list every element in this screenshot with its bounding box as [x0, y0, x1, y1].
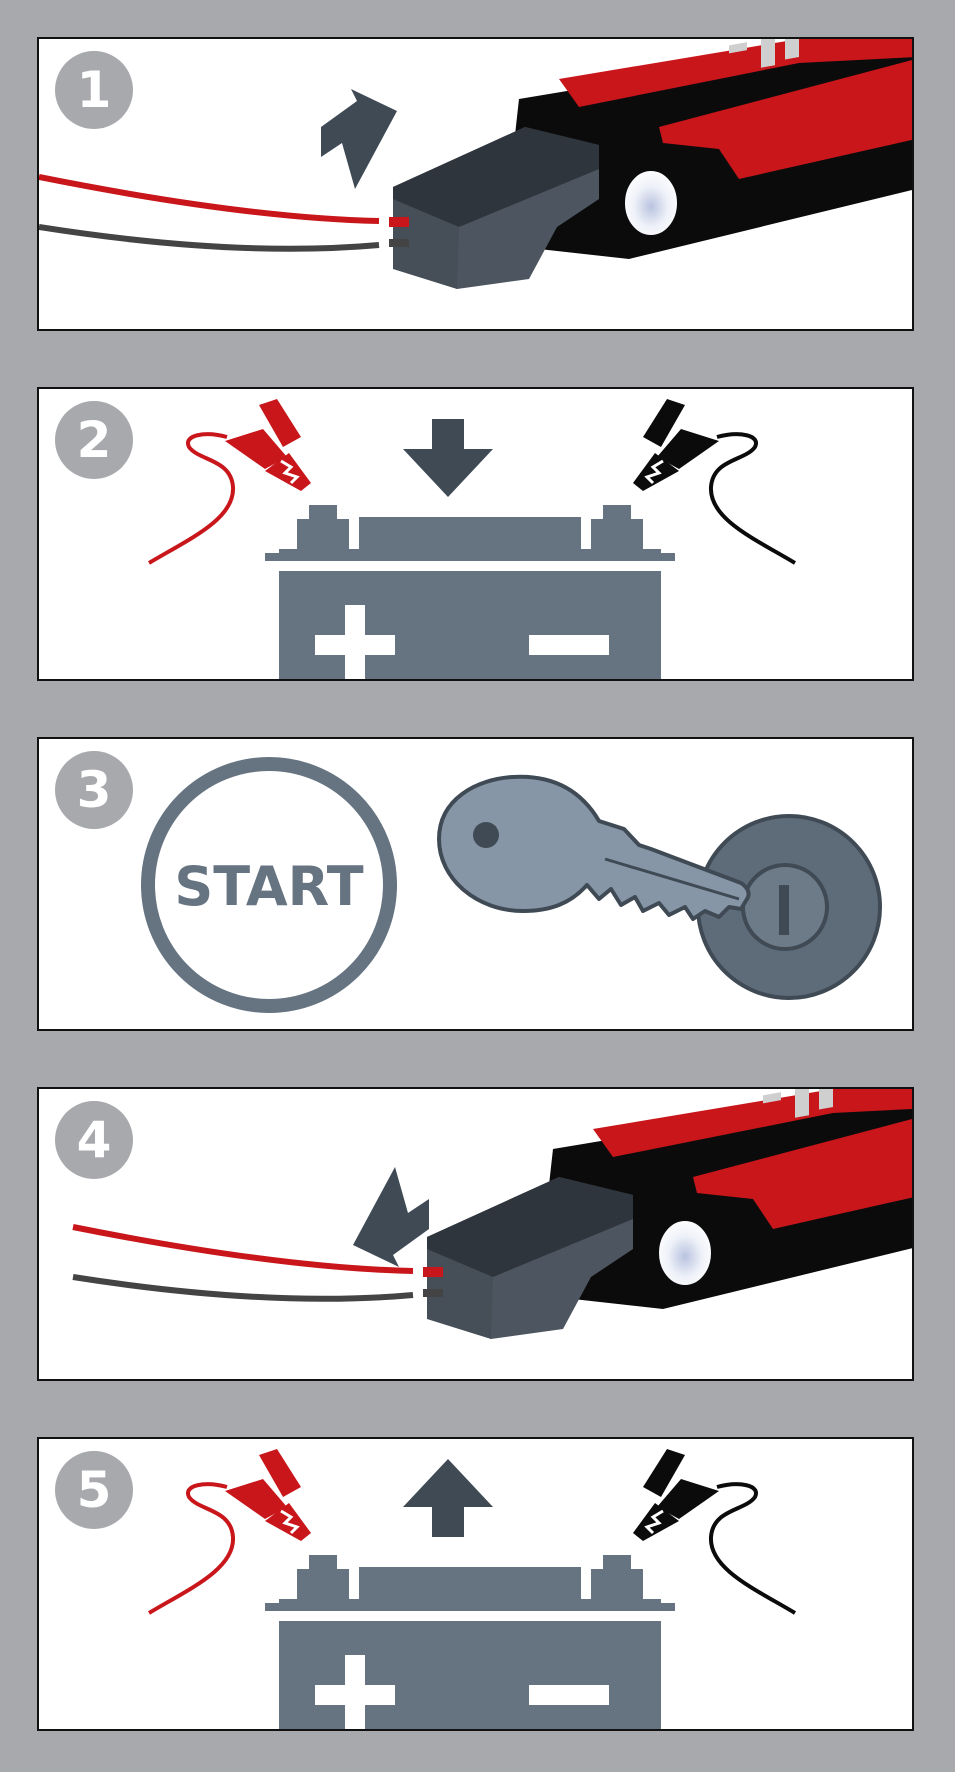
start-button-icon: START — [141, 757, 397, 1013]
ignition-lock-icon — [696, 814, 882, 1000]
unplug-connector-icon — [39, 1089, 914, 1381]
attach-clamps-battery-icon — [147, 397, 797, 679]
step-5-panel: 5 — [37, 1437, 914, 1731]
insert-arrow-icon — [321, 89, 397, 189]
start-label: START — [174, 855, 363, 918]
ignition-key-icon — [437, 774, 751, 921]
start-engine-icon: START — [141, 757, 882, 1013]
step-4-panel: 4 — [37, 1087, 914, 1381]
plug-in-connector-icon — [39, 39, 914, 331]
step-number-badge: 3 — [55, 751, 133, 829]
step-number-badge: 5 — [55, 1451, 133, 1529]
step-1-panel: 1 — [37, 37, 914, 331]
arrow-up-icon — [403, 1459, 493, 1537]
step-number-badge: 2 — [55, 401, 133, 479]
step-2-panel: 2 — [37, 387, 914, 681]
remove-arrow-icon — [353, 1167, 429, 1267]
arrow-down-icon — [403, 419, 493, 497]
step-number-badge: 4 — [55, 1101, 133, 1179]
step-number-badge: 1 — [55, 51, 133, 129]
remove-clamps-battery-icon — [147, 1447, 797, 1729]
step-3-panel: START 3 — [37, 737, 914, 1031]
